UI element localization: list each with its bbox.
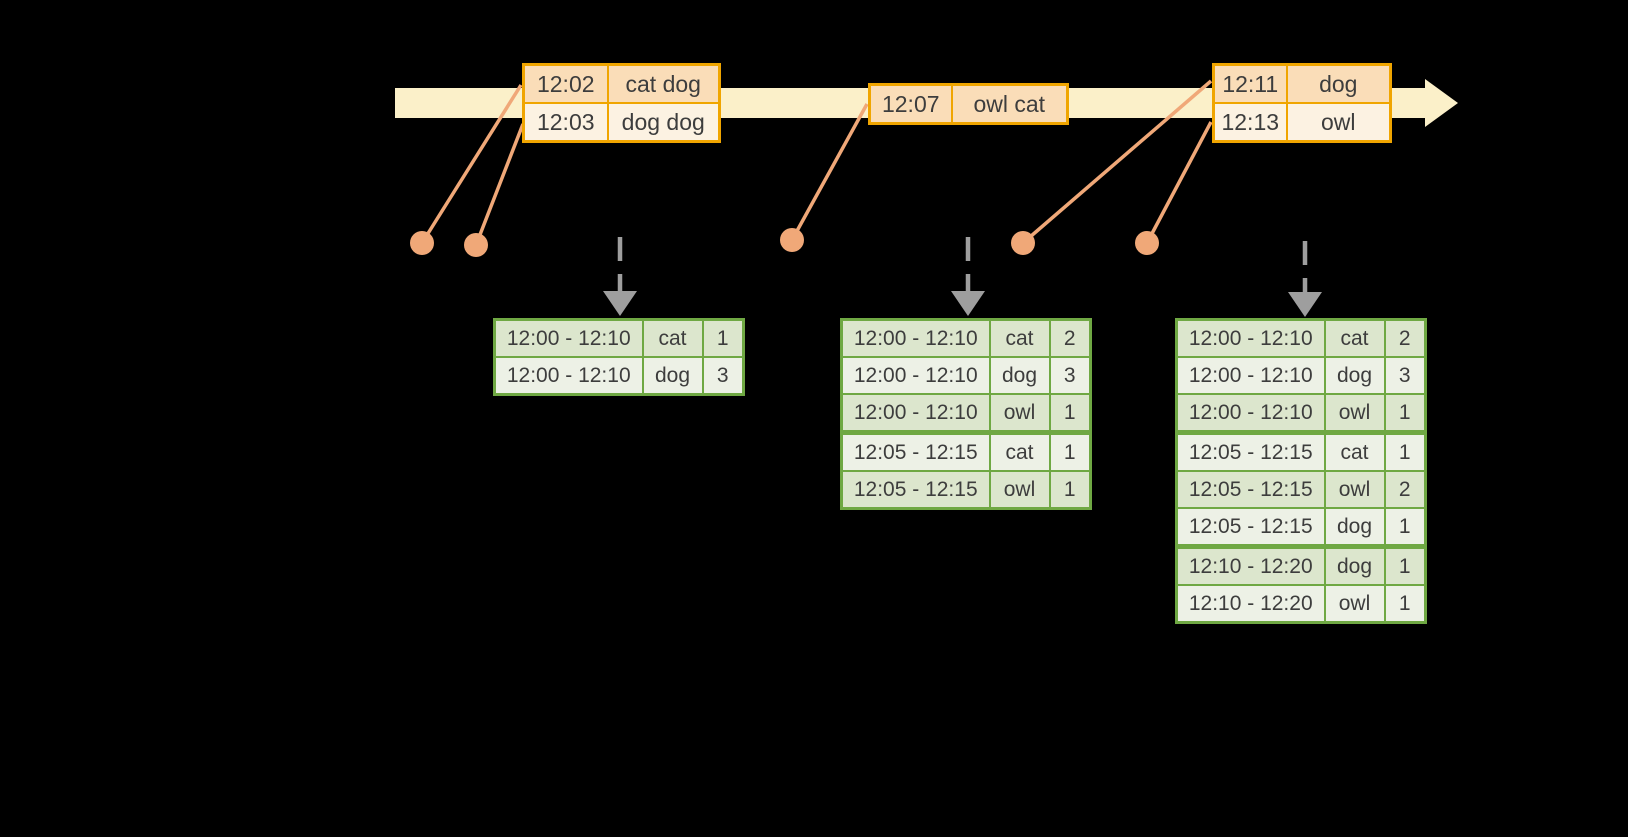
word-cell: cat xyxy=(641,318,704,358)
event-time-cell: 12:02 xyxy=(522,63,609,104)
window-cell: 12:00 - 12:10 xyxy=(840,356,991,395)
window-cell: 12:00 - 12:10 xyxy=(1175,318,1326,358)
trigger-arrowhead-icon xyxy=(951,291,985,316)
count-cell: 1 xyxy=(1048,393,1092,434)
count-cell: 1 xyxy=(1383,507,1427,548)
window-cell: 12:05 - 12:15 xyxy=(840,430,991,472)
event-words-cell: owl xyxy=(1285,102,1392,143)
count-cell: 1 xyxy=(1383,584,1427,624)
event-time-cell: 12:07 xyxy=(868,83,953,125)
window-cell: 12:05 - 12:15 xyxy=(840,470,991,510)
window-cell: 12:05 - 12:15 xyxy=(1175,507,1326,548)
window-cell: 12:00 - 12:10 xyxy=(493,356,644,396)
event-words-cell: dog dog xyxy=(606,102,721,143)
event-marker-line xyxy=(790,103,869,241)
event-marker-line xyxy=(474,123,525,246)
event-marker-dot xyxy=(410,231,434,255)
word-cell: cat xyxy=(988,318,1051,358)
window-cell: 12:00 - 12:10 xyxy=(840,318,991,358)
window-cell: 12:05 - 12:15 xyxy=(1175,470,1326,509)
event-marker-dot xyxy=(1135,231,1159,255)
count-cell: 1 xyxy=(1383,544,1427,586)
count-cell: 3 xyxy=(1048,356,1092,395)
word-cell: owl xyxy=(1323,470,1386,509)
count-cell: 2 xyxy=(1383,470,1427,509)
count-cell: 3 xyxy=(701,356,745,396)
word-cell: dog xyxy=(641,356,704,396)
count-cell: 2 xyxy=(1048,318,1092,358)
word-cell: owl xyxy=(988,393,1051,434)
window-cell: 12:00 - 12:10 xyxy=(840,393,991,434)
count-cell: 3 xyxy=(1383,356,1427,395)
window-cell: 12:10 - 12:20 xyxy=(1175,544,1326,586)
trigger-arrowhead-icon xyxy=(1288,292,1322,317)
window-cell: 12:00 - 12:10 xyxy=(493,318,644,358)
word-cell: owl xyxy=(988,470,1051,510)
event-time-cell: 12:11 xyxy=(1212,63,1288,104)
window-cell: 12:05 - 12:15 xyxy=(1175,430,1326,472)
event-words-cell: dog xyxy=(1285,63,1392,104)
count-cell: 1 xyxy=(1048,430,1092,472)
count-cell: 1 xyxy=(1048,470,1092,510)
word-cell: owl xyxy=(1323,584,1386,624)
window-cell: 12:00 - 12:10 xyxy=(1175,393,1326,434)
event-words-cell: owl cat xyxy=(950,83,1069,125)
event-time-cell: 12:13 xyxy=(1212,102,1288,143)
word-cell: dog xyxy=(1323,544,1386,586)
event-marker-dot xyxy=(1011,231,1035,255)
count-cell: 1 xyxy=(701,318,745,358)
timeline-arrowhead-icon xyxy=(1425,79,1458,127)
window-cell: 12:00 - 12:10 xyxy=(1175,356,1326,395)
trigger-arrowhead-icon xyxy=(603,291,637,316)
event-marker-line xyxy=(1145,121,1213,244)
count-cell: 1 xyxy=(1383,393,1427,434)
word-cell: dog xyxy=(1323,356,1386,395)
event-marker-dot xyxy=(464,233,488,257)
word-cell: owl xyxy=(1323,393,1386,434)
count-cell: 2 xyxy=(1383,318,1427,358)
word-cell: dog xyxy=(988,356,1051,395)
window-cell: 12:10 - 12:20 xyxy=(1175,584,1326,624)
event-time-cell: 12:03 xyxy=(522,102,609,143)
event-marker-dot xyxy=(780,228,804,252)
word-cell: cat xyxy=(1323,318,1386,358)
word-cell: cat xyxy=(1323,430,1386,472)
event-words-cell: cat dog xyxy=(606,63,721,104)
count-cell: 1 xyxy=(1383,430,1427,472)
word-cell: dog xyxy=(1323,507,1386,548)
word-cell: cat xyxy=(988,430,1051,472)
